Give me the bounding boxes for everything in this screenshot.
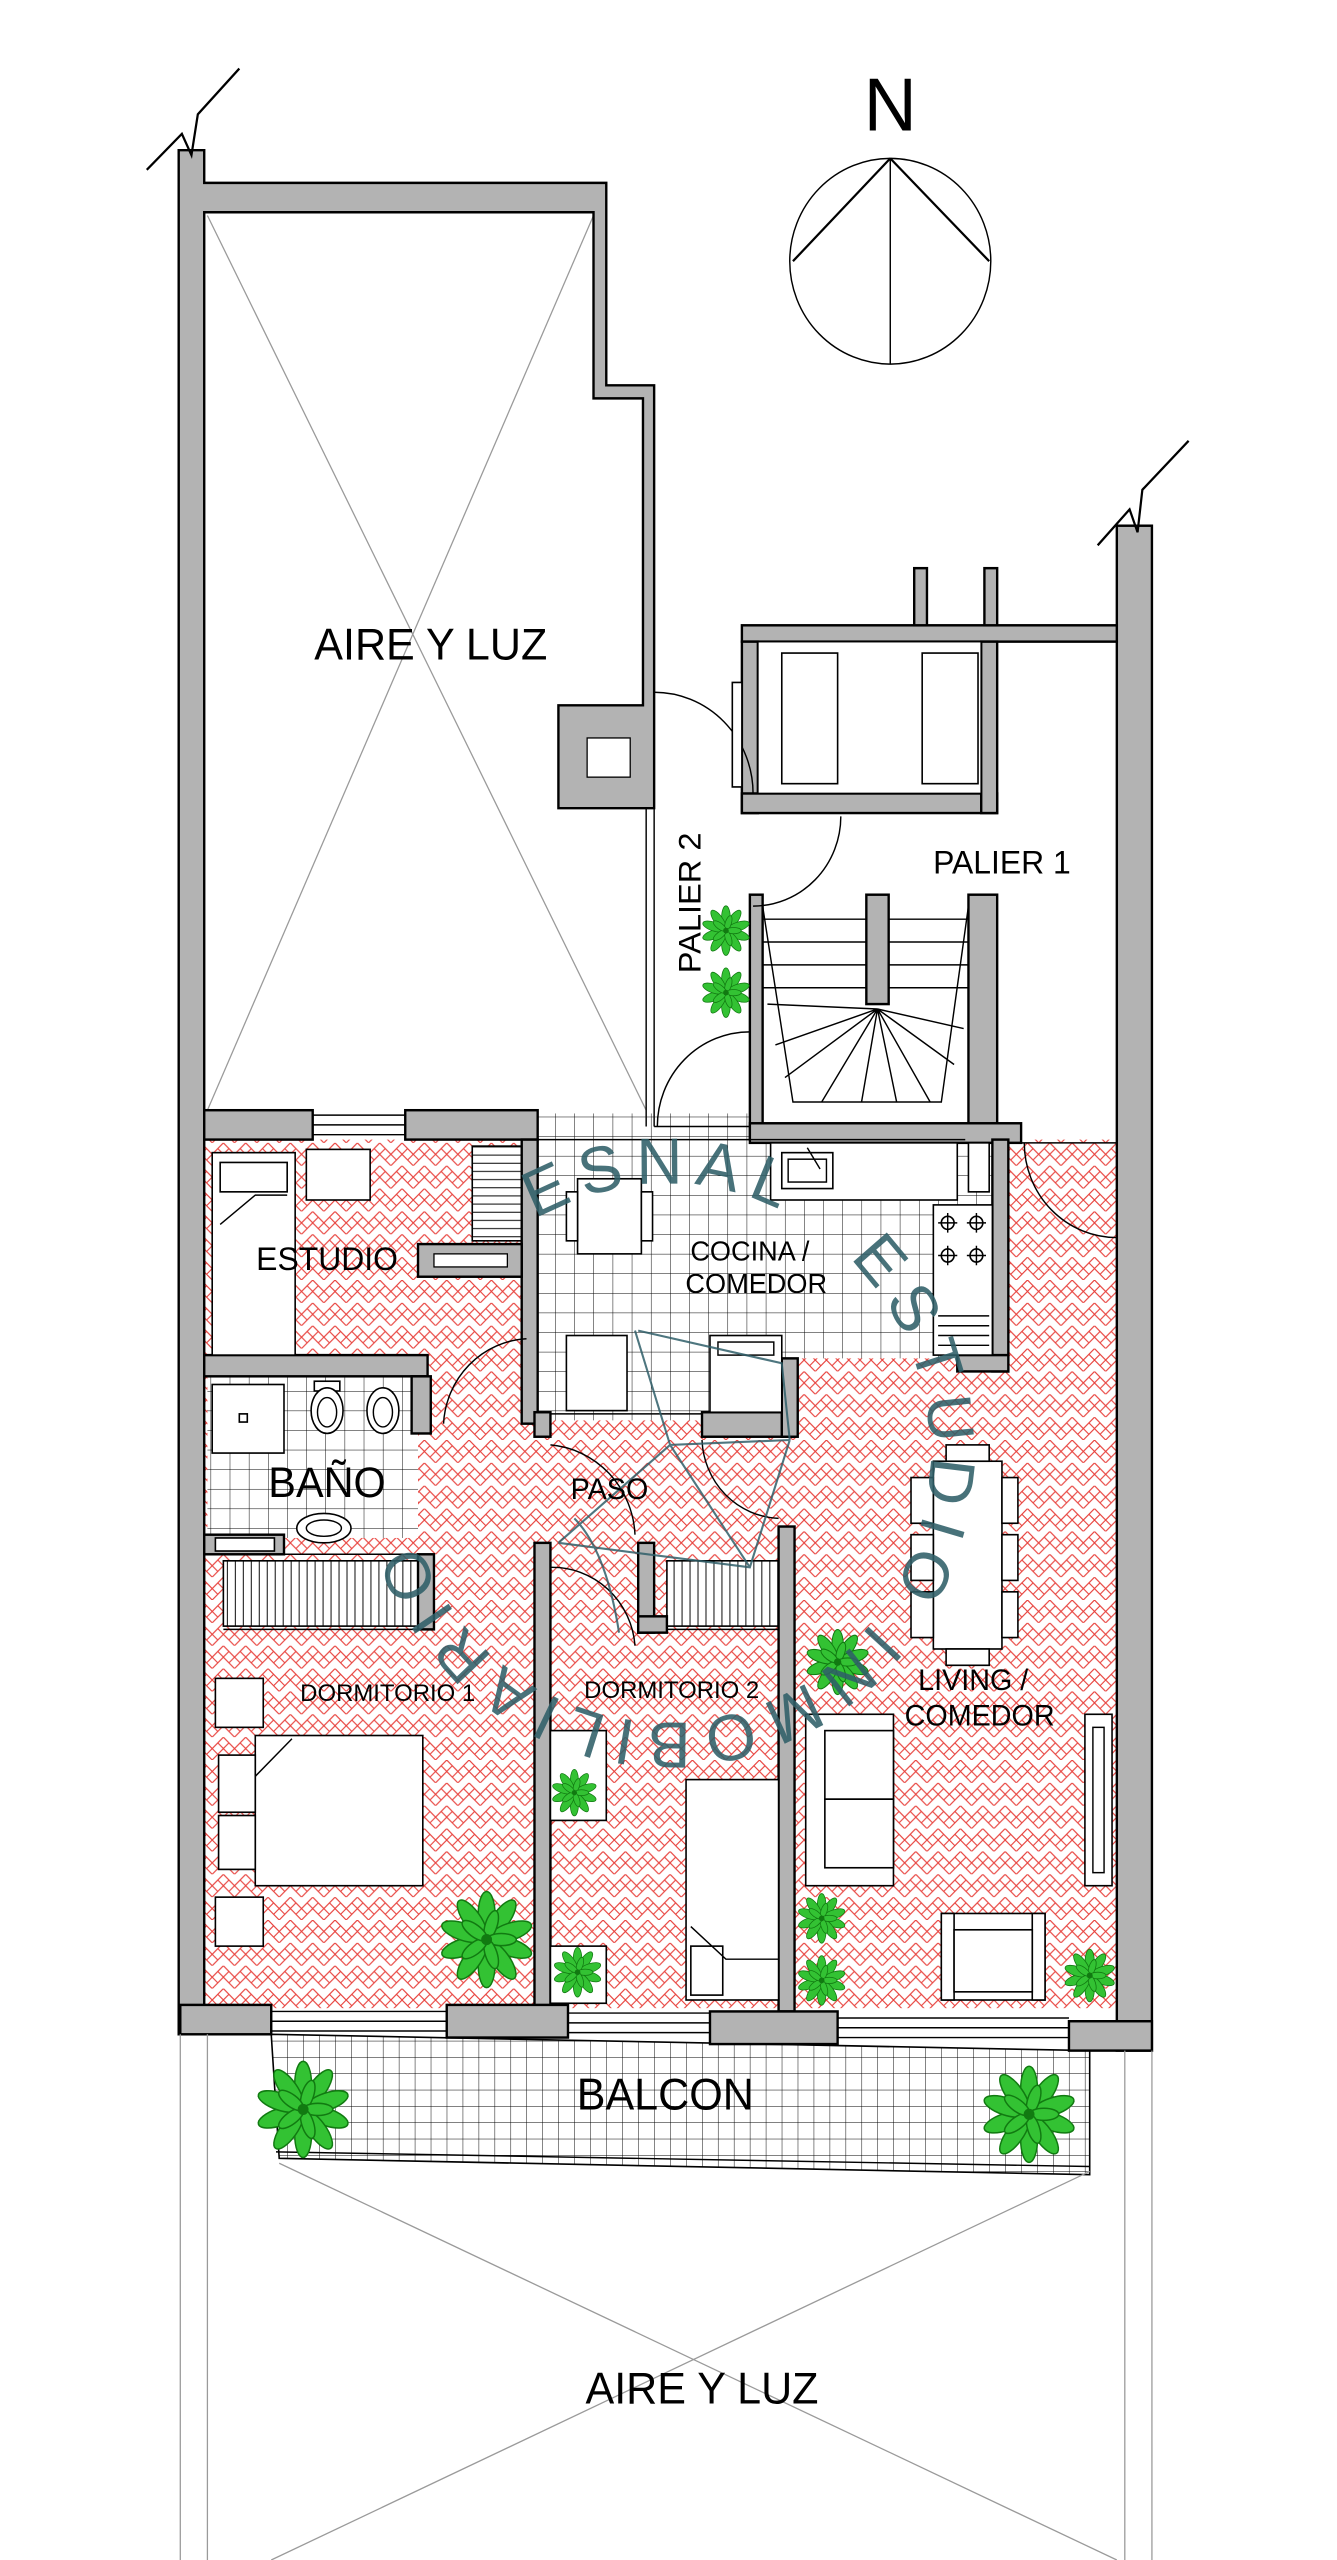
label-living-line-2: COMEDOR bbox=[905, 1700, 1055, 1732]
bidet bbox=[366, 1386, 400, 1435]
wall-segment bbox=[410, 1375, 432, 1435]
chair bbox=[1001, 1476, 1019, 1525]
label-living-line-1: LIVING / bbox=[918, 1665, 1029, 1697]
label-paso: PASO bbox=[571, 1473, 649, 1505]
chair bbox=[640, 1191, 654, 1242]
closets bbox=[222, 1145, 780, 1627]
wall-segment bbox=[203, 1353, 429, 1378]
windows bbox=[223, 808, 1117, 2039]
label-palier-2: PALIER 2 bbox=[672, 832, 708, 973]
room-labels: AIRE Y LUZ PALIER 2 PALIER 1 ESTUDIO COC… bbox=[256, 621, 1071, 2413]
wall-segment bbox=[177, 148, 656, 2036]
courtyard-top bbox=[206, 215, 647, 1111]
wall-segment bbox=[983, 566, 999, 627]
label-dormitorio-2: DORMITORIO 2 bbox=[584, 1677, 759, 1704]
kitchen-cabinet bbox=[565, 1334, 628, 1412]
door-swings bbox=[442, 691, 1117, 1646]
sink bbox=[295, 1512, 352, 1544]
counter bbox=[932, 1204, 994, 1356]
bathroom-fixtures bbox=[211, 1380, 400, 1552]
wall-segment bbox=[740, 792, 999, 815]
label-bano: BAÑO bbox=[268, 1459, 386, 1507]
chair bbox=[1001, 1533, 1019, 1582]
column bbox=[967, 1142, 990, 1193]
sofa-cushion bbox=[824, 1729, 895, 1800]
label-estudio: ESTUDIO bbox=[256, 1241, 398, 1277]
kitchen-table bbox=[576, 1177, 643, 1255]
nightstand bbox=[214, 1896, 265, 1947]
north-label: N bbox=[864, 63, 917, 147]
estudio-closet bbox=[471, 1145, 525, 1242]
wall-segment bbox=[445, 2003, 570, 2039]
nightstand bbox=[214, 1677, 265, 1729]
estudio-furniture bbox=[211, 1148, 371, 1356]
wall-segment bbox=[913, 566, 929, 627]
wall-segment bbox=[967, 893, 999, 1128]
chair bbox=[910, 1476, 935, 1525]
walls bbox=[177, 148, 1154, 2052]
label-cocina-line-1: COCINA / bbox=[690, 1235, 809, 1266]
plant-icon bbox=[700, 905, 751, 957]
pillow bbox=[690, 1945, 724, 1996]
toilet bbox=[310, 1386, 344, 1435]
elevator-car bbox=[921, 652, 979, 785]
wall-segment bbox=[179, 2003, 273, 2036]
label-balcon: BALCON bbox=[577, 2071, 754, 2120]
wall-segment bbox=[416, 1553, 436, 1631]
living-furniture bbox=[804, 1444, 1113, 2001]
dining-table bbox=[932, 1460, 1003, 1650]
tv-unit bbox=[1084, 1713, 1113, 1887]
pillow bbox=[217, 1754, 257, 1814]
chair bbox=[945, 1648, 990, 1667]
wall-segment bbox=[777, 1525, 796, 2013]
chair bbox=[945, 1444, 990, 1463]
wall-segment bbox=[520, 1138, 539, 1425]
chair bbox=[1001, 1591, 1019, 1639]
wall-segment bbox=[533, 1411, 552, 1438]
elevator bbox=[731, 640, 983, 795]
label-aire-y-luz-top: AIRE Y LUZ bbox=[314, 621, 547, 670]
sofa-cushion bbox=[824, 1798, 895, 1869]
chair bbox=[910, 1533, 935, 1582]
wall-segment bbox=[991, 1138, 1010, 1373]
wall-segment bbox=[740, 624, 1119, 643]
wall-segment bbox=[980, 640, 999, 815]
chair bbox=[910, 1591, 935, 1639]
dormitorio-1-closet bbox=[222, 1560, 419, 1627]
wall-segment bbox=[1115, 524, 1154, 2052]
dormitorio-1-furniture bbox=[214, 1677, 424, 1947]
break-symbols bbox=[145, 67, 1190, 547]
label-aire-y-luz-bottom: AIRE Y LUZ bbox=[585, 2365, 818, 2414]
plant-icon bbox=[700, 967, 751, 1019]
north-arrow-icon bbox=[789, 157, 992, 365]
wall-segment bbox=[636, 1615, 669, 1634]
double-bed bbox=[254, 1734, 424, 1887]
wall-segment bbox=[203, 1108, 314, 1141]
label-dormitorio-1: DORMITORIO 1 bbox=[300, 1680, 475, 1707]
elevator-car bbox=[780, 652, 839, 785]
wall-segment bbox=[780, 1357, 799, 1438]
wall-segment bbox=[708, 2010, 839, 2046]
stove-icon bbox=[938, 1213, 986, 1266]
kitchen-furniture bbox=[565, 1142, 994, 1414]
courtyard-bottom bbox=[179, 2034, 1153, 2560]
wall-segment bbox=[533, 1541, 552, 2010]
wall-segment bbox=[748, 893, 764, 1141]
label-palier-1: PALIER 1 bbox=[933, 844, 1071, 880]
label-cocina-line-2: COMEDOR bbox=[685, 1268, 827, 1299]
wall-segment bbox=[865, 893, 890, 1006]
fridge bbox=[709, 1334, 783, 1414]
wall-segment bbox=[1067, 2020, 1154, 2052]
pillow bbox=[219, 1161, 288, 1193]
wall-segment bbox=[740, 640, 760, 815]
dormitorio-2-closet bbox=[666, 1560, 780, 1627]
wall-segment bbox=[404, 1108, 539, 1141]
chair bbox=[565, 1191, 579, 1242]
staircase bbox=[761, 906, 970, 1103]
pillow bbox=[217, 1814, 257, 1871]
nightstand bbox=[305, 1148, 371, 1201]
